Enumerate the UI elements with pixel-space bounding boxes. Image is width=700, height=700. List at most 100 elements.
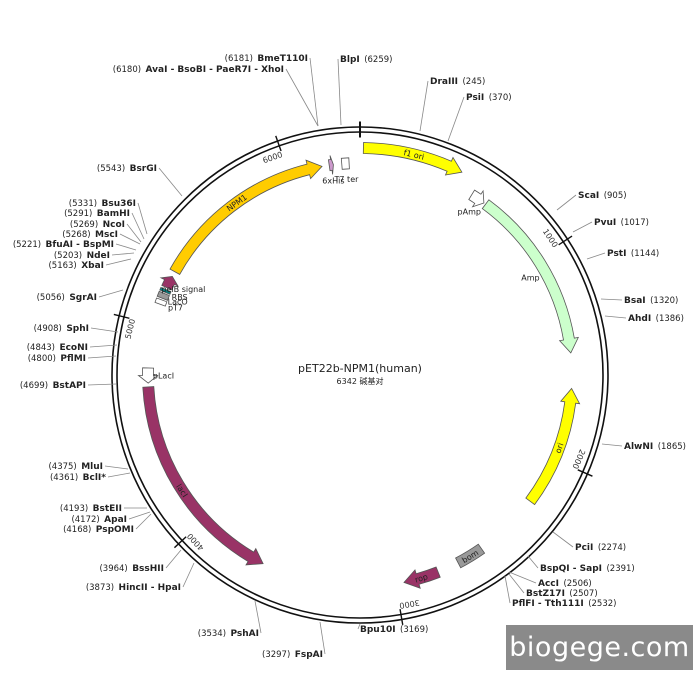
feature-label: LacO [168, 298, 188, 307]
feature-rop [403, 566, 441, 589]
feature-label: pAmp [458, 208, 481, 217]
tick-mark [558, 235, 573, 246]
site-leader [111, 252, 135, 256]
site-leader [115, 243, 137, 251]
restriction-site: (5163) XbaI [48, 255, 104, 272]
site-leader [119, 233, 141, 245]
feature-label: 6xHis [322, 176, 344, 185]
site-leader [87, 355, 117, 359]
site-leader [527, 555, 539, 569]
restriction-site: (5221) BfuAI - BspMI [13, 234, 114, 251]
site-position: (5221) [13, 240, 41, 250]
site-name: PstI [607, 249, 626, 259]
site-position: (5331) [69, 199, 97, 209]
site-name: BstEII [93, 504, 122, 514]
site-position: (2532) [588, 599, 616, 609]
restriction-site: (4361) BclI* [50, 467, 106, 484]
site-leader [254, 600, 262, 634]
restriction-site: (3534) PshAI [198, 623, 259, 640]
site-position: (370) [489, 93, 512, 103]
site-position: (1320) [650, 296, 678, 306]
site-name: EcoNI [59, 343, 88, 353]
tick-label: 4000 [185, 531, 205, 552]
site-position: (5269) [70, 220, 98, 230]
site-name: DraIII [430, 77, 458, 87]
plasmid-size: 6342 碱基对 [337, 376, 384, 386]
feature-6xhis [327, 155, 334, 175]
site-position: (3964) [99, 564, 127, 574]
tick-label: 6000 [262, 150, 284, 165]
restriction-site: (5291) BamHI [64, 203, 130, 220]
restriction-site: BspQI - SapI (2391) [540, 558, 635, 575]
site-position: (5268) [62, 230, 90, 240]
site-name: BfuAI - BspMI [46, 240, 114, 250]
site-name: PsiI [466, 93, 484, 103]
site-position: (5543) [97, 164, 125, 174]
site-leader [337, 58, 342, 126]
site-name: PflMI [60, 354, 86, 364]
feature-label: T7 ter [334, 175, 360, 184]
site-leader [508, 573, 525, 594]
feature-label: pLacI [153, 371, 174, 380]
site-name: SphI [66, 324, 89, 334]
restriction-site: PstI (1144) [607, 243, 659, 260]
restriction-site: (4843) EcoNI [27, 337, 88, 354]
feature-ori [525, 387, 581, 506]
site-position: (5291) [64, 209, 92, 219]
site-name: MscI [95, 230, 118, 240]
restriction-site: (5203) NdeI [54, 245, 110, 262]
site-name: SgrAI [69, 293, 97, 303]
site-leader [604, 315, 627, 319]
site-name: BsaI [624, 296, 646, 306]
restriction-site: BlpI (6259) [340, 49, 392, 66]
site-leader [508, 571, 537, 584]
feature-label: pelB signal [161, 285, 205, 294]
restriction-site: Bpu10I (3169) [360, 619, 428, 636]
site-name: AhdI [628, 314, 651, 324]
restriction-site: (5268) MscI [62, 224, 118, 241]
site-leader [504, 575, 511, 604]
site-name: HincII - HpaI [119, 583, 181, 593]
site-name: PspOMI [96, 525, 134, 535]
tick-label: 3000 [399, 598, 421, 610]
restriction-site: AlwNI (1865) [624, 436, 686, 453]
site-name: BamHI [97, 209, 130, 219]
site-name: BsrGI [130, 164, 157, 174]
restriction-site: PflFI - Tth111I (2532) [512, 593, 616, 610]
site-name: PvuI [594, 218, 616, 228]
restriction-site: (4375) MluI [48, 456, 103, 473]
site-name: ApaI [104, 515, 127, 525]
site-leader-lines [87, 57, 627, 655]
feature-label: pT7 [168, 303, 183, 312]
site-position: (5056) [37, 293, 65, 303]
feature-bom [455, 543, 486, 569]
site-name: BlpI [340, 55, 360, 65]
tick-mark [577, 469, 593, 477]
restriction-sites: BlpI (6259)DraIII (245)PsiI (370)ScaI (9… [13, 48, 686, 660]
restriction-site: (6180) AvaI - BsoBI - PaeR7I - XhoI [113, 59, 284, 76]
restriction-site: ScaI (905) [578, 185, 627, 202]
site-position: (3534) [198, 629, 226, 639]
tick-label: 5000 [124, 318, 138, 340]
site-leader [572, 221, 593, 233]
site-leader [137, 202, 148, 235]
plasmid-name: pET22b-NPM1(human) [298, 362, 422, 375]
site-name: NcoI [103, 220, 125, 230]
restriction-site: (6181) BmeT110I [225, 48, 308, 65]
restriction-site: AccI (2506) [538, 573, 592, 590]
restriction-site: (5269) NcoI [70, 214, 125, 231]
restriction-site: (5543) BsrGI [97, 158, 157, 175]
site-leader [447, 96, 465, 142]
site-leader [135, 513, 152, 530]
site-position: (3169) [400, 625, 428, 635]
site-leader [357, 623, 361, 630]
site-position: (4168) [63, 525, 91, 535]
site-leader [419, 80, 429, 132]
site-leader [107, 472, 131, 478]
site-leader [158, 167, 183, 197]
feature-npm1 [169, 159, 323, 275]
site-leader [87, 383, 117, 386]
site-leader [601, 443, 623, 447]
feature-label: ori [554, 442, 566, 455]
site-position: (1386) [656, 314, 684, 324]
